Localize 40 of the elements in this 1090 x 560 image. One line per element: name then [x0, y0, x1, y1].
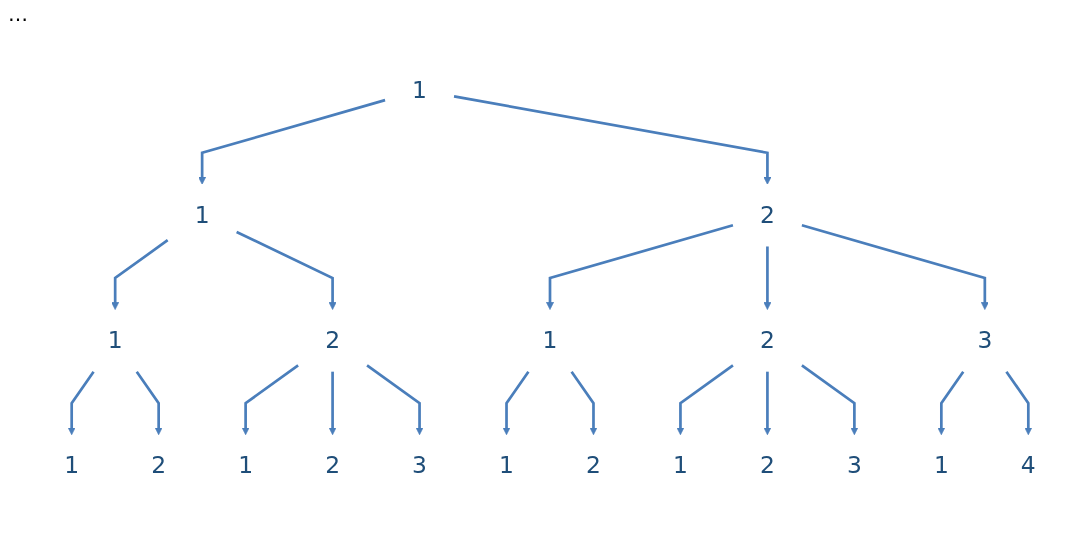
- arrow: [241, 364, 299, 436]
- node-text: 2: [759, 201, 775, 229]
- node-text: 1: [194, 201, 210, 229]
- node-text: 1: [107, 326, 123, 354]
- arrow: [198, 98, 386, 185]
- arrow: [502, 370, 530, 436]
- arrow: [937, 370, 965, 436]
- node-text: 2: [151, 451, 167, 479]
- arrow: [135, 370, 163, 436]
- arrow: [801, 364, 859, 436]
- arrow: [763, 371, 772, 436]
- node-text: 1: [542, 326, 558, 354]
- arrow: [67, 370, 95, 436]
- arrow: [763, 246, 772, 310]
- arrow: [676, 364, 734, 436]
- arrow: [570, 370, 598, 436]
- arrow: [1005, 370, 1033, 436]
- node-text: 1: [64, 451, 80, 479]
- node-text: 1: [933, 451, 949, 479]
- arrow: [111, 239, 169, 310]
- node-text: 2: [759, 451, 775, 479]
- node-text: 3: [846, 451, 862, 479]
- arrow: [236, 230, 337, 310]
- arrow: [546, 224, 734, 310]
- node-text: 3: [412, 451, 427, 479]
- node-text: 2: [586, 451, 601, 479]
- node-text: 1: [412, 76, 427, 104]
- arrow: [801, 224, 989, 310]
- node-text: 4: [1020, 451, 1036, 479]
- arrow: [328, 371, 337, 436]
- node-text: 1: [673, 451, 688, 479]
- node-text: 3: [977, 326, 993, 354]
- node-text: 2: [325, 326, 341, 354]
- node-text: 1: [499, 451, 514, 479]
- arrow: [453, 95, 772, 185]
- ellipsis-note: …: [8, 2, 28, 26]
- arrow: [366, 364, 424, 436]
- node-text: 1: [238, 451, 254, 479]
- node-text: 2: [759, 326, 775, 354]
- node-text: 2: [325, 451, 341, 479]
